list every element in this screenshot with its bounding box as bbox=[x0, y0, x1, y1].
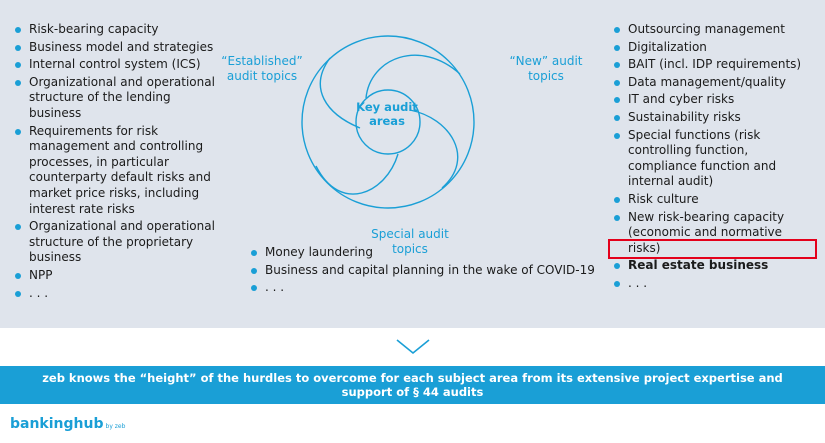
new-topics-list: Outsourcing management Digitalization BA… bbox=[613, 22, 818, 294]
list-item: Special functions (risk controlling func… bbox=[613, 128, 818, 190]
list-item: Sustainability risks bbox=[613, 110, 818, 126]
special-topics-list: Money laundering Business and capital pl… bbox=[250, 245, 595, 298]
list-item: Internal control system (ICS) bbox=[14, 57, 220, 73]
key-audit-areas-label: Key audit areas bbox=[356, 100, 418, 128]
list-item: Risk-bearing capacity bbox=[14, 22, 220, 38]
list-item: Organizational and operational structure… bbox=[14, 219, 220, 266]
list-item: Outsourcing management bbox=[613, 22, 818, 38]
list-item: NPP bbox=[14, 268, 220, 284]
logo-part-banking: banking bbox=[10, 416, 74, 432]
highlighted-list-item: Real estate business bbox=[613, 258, 818, 274]
logo-part-hub: hub bbox=[73, 416, 104, 432]
outer-circle bbox=[301, 35, 475, 209]
special-topics-label: Special audit topics bbox=[371, 227, 449, 256]
chevron-down-icon bbox=[396, 339, 430, 355]
logo-part-byzeb: by zeb bbox=[105, 423, 126, 430]
list-item: Money laundering bbox=[250, 245, 595, 261]
new-topics-label: “New” audit topics bbox=[509, 54, 583, 83]
inner-circle bbox=[355, 89, 421, 155]
list-item: IT and cyber risks bbox=[613, 92, 818, 108]
highlight-box bbox=[608, 239, 817, 259]
swirl-arc-bottom bbox=[315, 153, 399, 195]
list-item: Digitalization bbox=[613, 40, 818, 56]
list-item: Data management/quality bbox=[613, 75, 818, 91]
swirl-arc-left bbox=[319, 57, 361, 129]
list-item: Organizational and operational structure… bbox=[14, 75, 220, 122]
list-item: New risk-bearing capacity (economic and … bbox=[613, 210, 818, 257]
list-item: Risk culture bbox=[613, 192, 818, 208]
audit-areas-swirl-diagram bbox=[301, 35, 475, 209]
established-topics-label: “Established” audit topics bbox=[221, 54, 303, 83]
list-item: Business model and strategies bbox=[14, 40, 220, 56]
list-item: . . . bbox=[613, 276, 818, 292]
established-topics-list: Risk-bearing capacity Business model and… bbox=[14, 22, 220, 303]
list-item: BAIT (incl. IDP requirements) bbox=[613, 57, 818, 73]
summary-banner: zeb knows the “height” of the hurdles to… bbox=[0, 366, 825, 404]
list-item: Requirements for risk management and con… bbox=[14, 124, 220, 218]
swirl-arc-top bbox=[365, 54, 461, 99]
list-item: Business and capital planning in the wak… bbox=[250, 263, 595, 279]
swirl-arc-right bbox=[409, 109, 459, 189]
banner-text: zeb knows the “height” of the hurdles to… bbox=[42, 370, 783, 400]
list-item: . . . bbox=[250, 280, 595, 296]
list-item: . . . bbox=[14, 286, 220, 302]
